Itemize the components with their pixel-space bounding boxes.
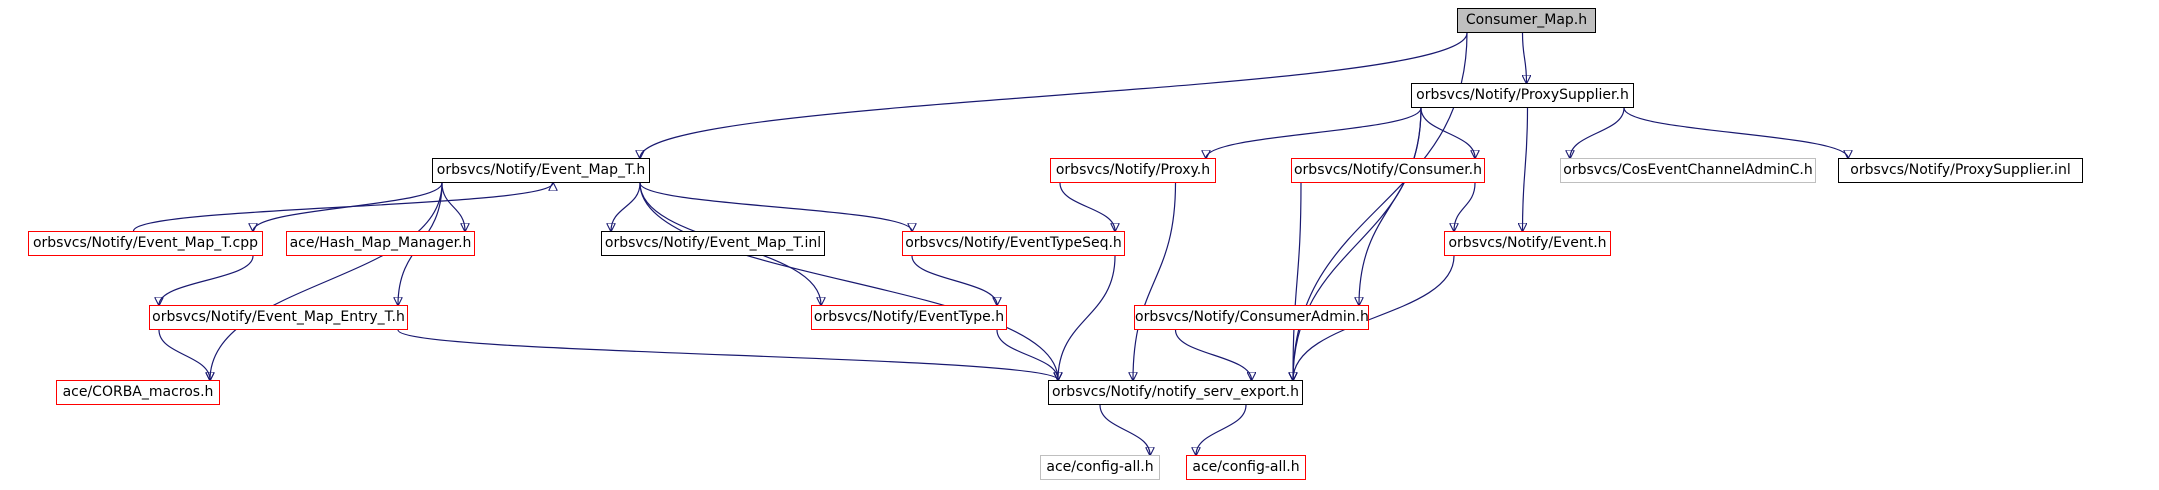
node-config-all-h[interactable]: ace/config-all.h — [1186, 455, 1306, 480]
edge-proxy_supplier-to-cos_event_channel — [1570, 107, 1625, 158]
node-proxy-supplier-inl[interactable]: orbsvcs/Notify/ProxySupplier.inl — [1838, 158, 2083, 183]
node-event-map-t-inl[interactable]: orbsvcs/Notify/Event_Map_T.inl — [601, 231, 825, 256]
edge-proxy-to-event_type_seq — [1059, 182, 1115, 231]
edge-notify_serv_export-to-config_all_red — [1196, 404, 1247, 455]
edge-event_map_t-to-event_type_seq — [639, 182, 912, 231]
node-event-map-entry-t-h[interactable]: orbsvcs/Notify/Event_Map_Entry_T.h — [149, 305, 408, 330]
edge-event_map_entry_t-to-notify_serv_export — [397, 329, 1058, 380]
node-notify-serv-export-h[interactable]: orbsvcs/Notify/notify_serv_export.h — [1048, 380, 1303, 405]
edge-event_map_t-to-corba_macros — [210, 182, 443, 380]
node-consumer-h[interactable]: orbsvcs/Notify/Consumer.h — [1291, 158, 1485, 183]
node-event-h[interactable]: orbsvcs/Notify/Event.h — [1444, 231, 1611, 256]
node-event-type-seq-h[interactable]: orbsvcs/Notify/EventTypeSeq.h — [902, 231, 1125, 256]
edge-event_type_seq-to-event_type — [911, 255, 997, 305]
edge-proxy-to-notify_serv_export — [1133, 182, 1177, 380]
node-event-type-h[interactable]: orbsvcs/Notify/EventType.h — [811, 305, 1007, 330]
node-consumer-admin-h[interactable]: orbsvcs/Notify/ConsumerAdmin.h — [1134, 305, 1369, 330]
edge-event_map_entry_t-to-corba_macros — [158, 329, 210, 380]
node-event-map-t-cpp[interactable]: orbsvcs/Notify/Event_Map_T.cpp — [28, 231, 263, 256]
edge-consumer-to-event — [1454, 182, 1476, 231]
edge-notify_serv_export-to-config_all_gray — [1099, 404, 1150, 455]
edge-consumer-to-notify_serv_export — [1293, 182, 1302, 380]
node-config-all-h-external[interactable]: ace/config-all.h — [1040, 455, 1160, 480]
edge-consumer_map-to-proxy_supplier — [1521, 32, 1527, 83]
edge-event_map_t-to-notify_serv_export — [639, 182, 1058, 380]
edge-event_map_t_cpp-to-event_map_entry_t — [159, 255, 254, 305]
edge-consumer_map-to-event_map_t — [640, 32, 1468, 158]
node-proxy-h[interactable]: orbsvcs/Notify/Proxy.h — [1050, 158, 1216, 183]
edge-proxy_supplier-to-proxy_supplier_inl — [1623, 107, 1848, 158]
node-cos-event-channel-admin-c-h[interactable]: orbsvcs/CosEventChannelAdminC.h — [1560, 158, 1816, 183]
node-hash-map-manager-h[interactable]: ace/Hash_Map_Manager.h — [286, 231, 475, 256]
edge-event_type-to-notify_serv_export — [996, 329, 1058, 380]
node-proxy-supplier-h[interactable]: orbsvcs/Notify/ProxySupplier.h — [1411, 83, 1634, 108]
edge-proxy_supplier-to-notify_serv_export — [1293, 107, 1422, 380]
edge-consumer_admin-to-notify_serv_export — [1174, 329, 1252, 380]
node-event-map-t-h[interactable]: orbsvcs/Notify/Event_Map_T.h — [432, 158, 650, 183]
node-corba-macros-h[interactable]: ace/CORBA_macros.h — [56, 380, 220, 405]
edge-event-to-notify_serv_export — [1293, 255, 1455, 380]
edge-event_map_t_cpp-to-event_map_t — [132, 183, 554, 232]
edge-event_type_seq-to-notify_serv_export — [1058, 255, 1116, 380]
node-consumer-map-h[interactable]: Consumer_Map.h — [1457, 8, 1596, 33]
edge-proxy_supplier-to-event — [1523, 107, 1529, 231]
edge-proxy_supplier-to-proxy — [1206, 107, 1422, 158]
edge-event_map_t-to-hash_map_manager — [441, 182, 465, 231]
edge-event_map_t-to-event_map_t_inl — [611, 182, 641, 231]
edge-proxy_supplier-to-consumer — [1420, 107, 1475, 158]
